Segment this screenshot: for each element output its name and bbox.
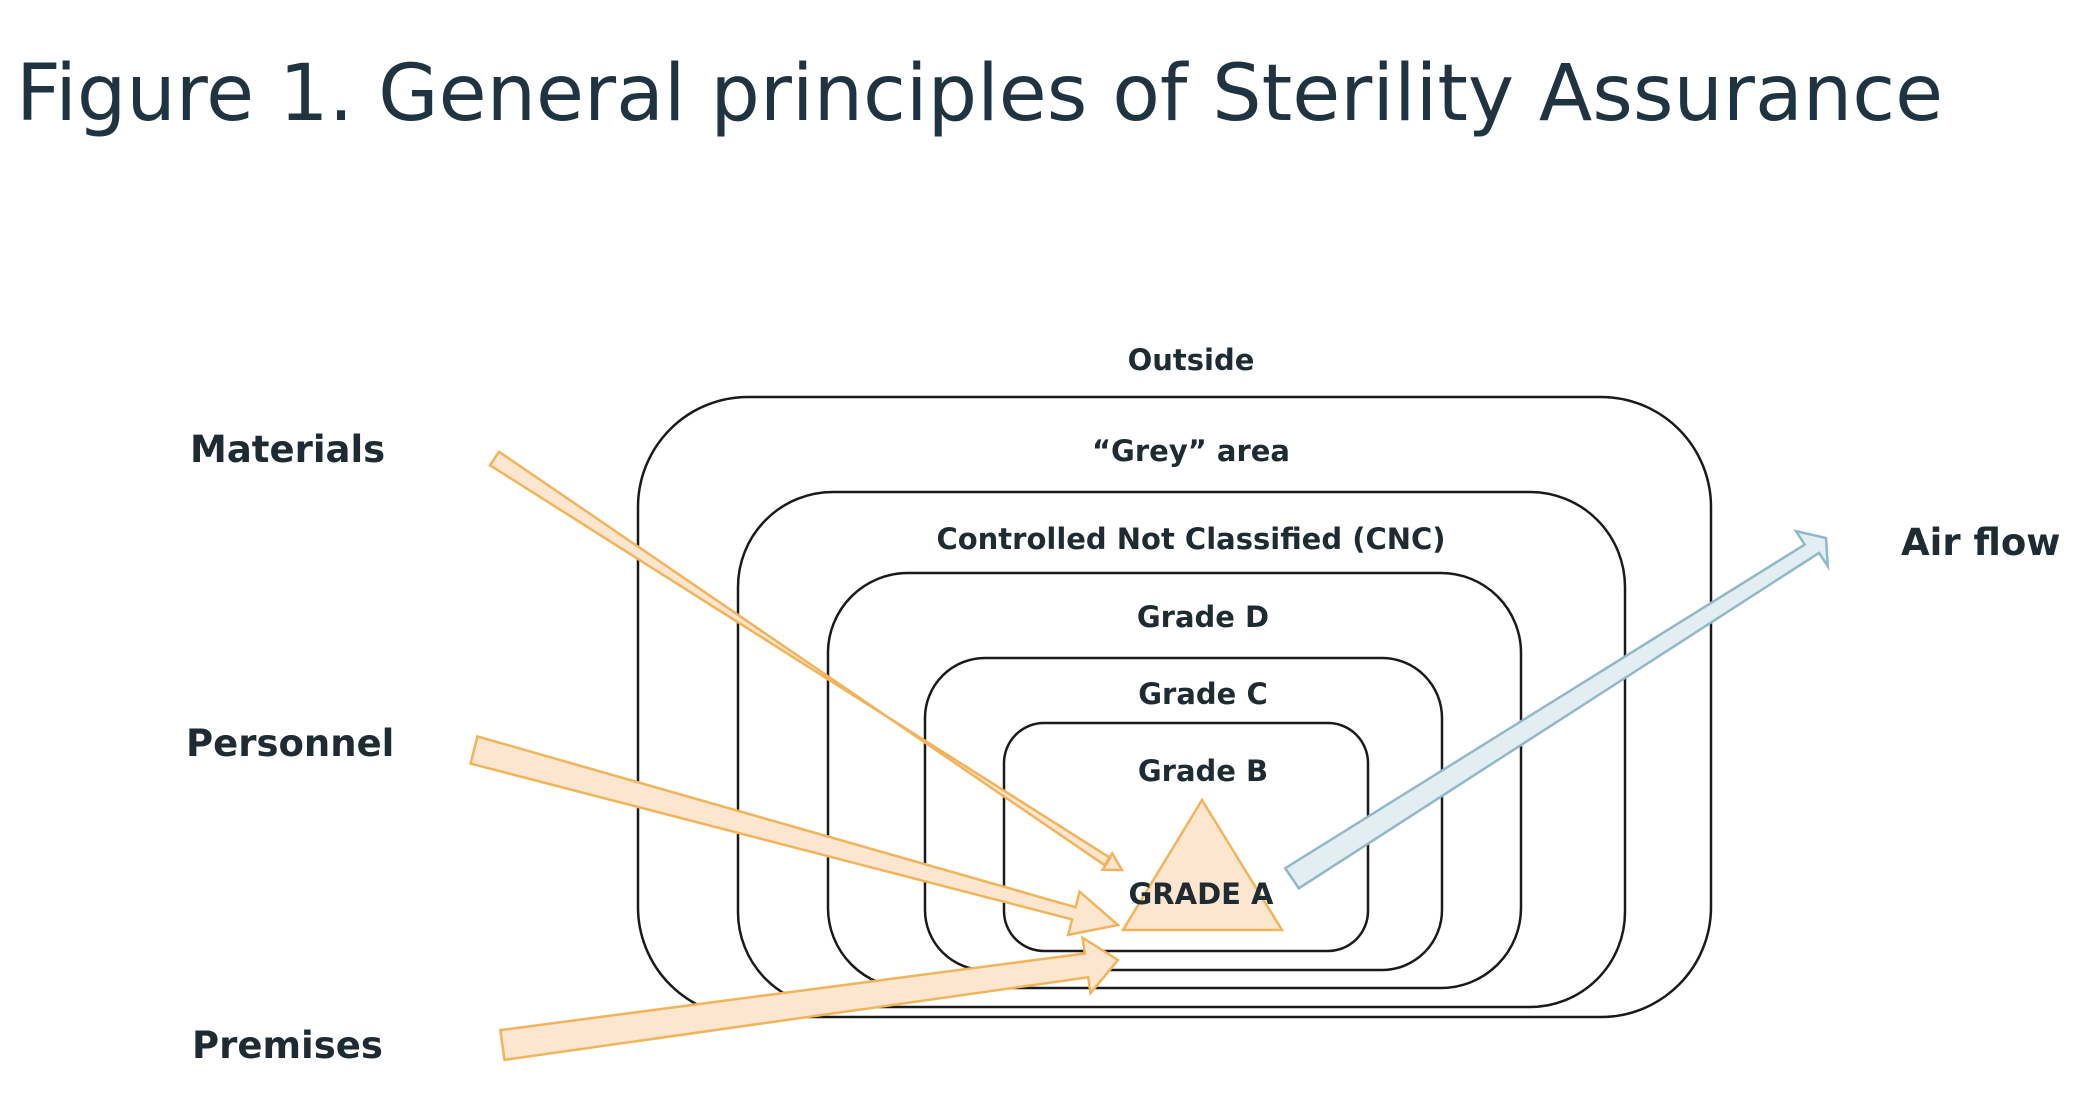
zone-label-cnc: Controlled Not Classified (CNC) — [936, 522, 1445, 556]
input-label-premises: Premises — [192, 1024, 383, 1067]
input-label-materials: Materials — [190, 428, 385, 471]
zone-label-outside: Outside — [1128, 343, 1255, 377]
zone-label-grade-c: Grade C — [1138, 677, 1267, 711]
zone-grey-area-box — [636, 395, 1713, 1019]
input-label-personnel: Personnel — [186, 722, 394, 765]
zone-label-grade-b: Grade B — [1138, 754, 1268, 788]
premises-arrow — [498, 935, 1120, 1062]
grade-a-triangle — [1120, 797, 1285, 932]
zone-label-grey-area: “Grey” area — [1092, 434, 1290, 468]
air-flow-arrow — [1283, 529, 1830, 891]
zone-label-grade-d: Grade D — [1137, 600, 1269, 634]
zone-cnc-box — [736, 490, 1627, 1009]
zone-grade-c-box — [923, 656, 1444, 972]
output-label-air-flow: Air flow — [1901, 521, 2060, 564]
personnel-arrow — [469, 734, 1121, 937]
page-title: Figure 1. General principles of Sterilit… — [16, 49, 1944, 139]
materials-arrow — [488, 449, 1125, 872]
zone-label-grade-a: GRADE A — [1129, 877, 1275, 911]
zone-grade-d-box — [826, 571, 1523, 990]
